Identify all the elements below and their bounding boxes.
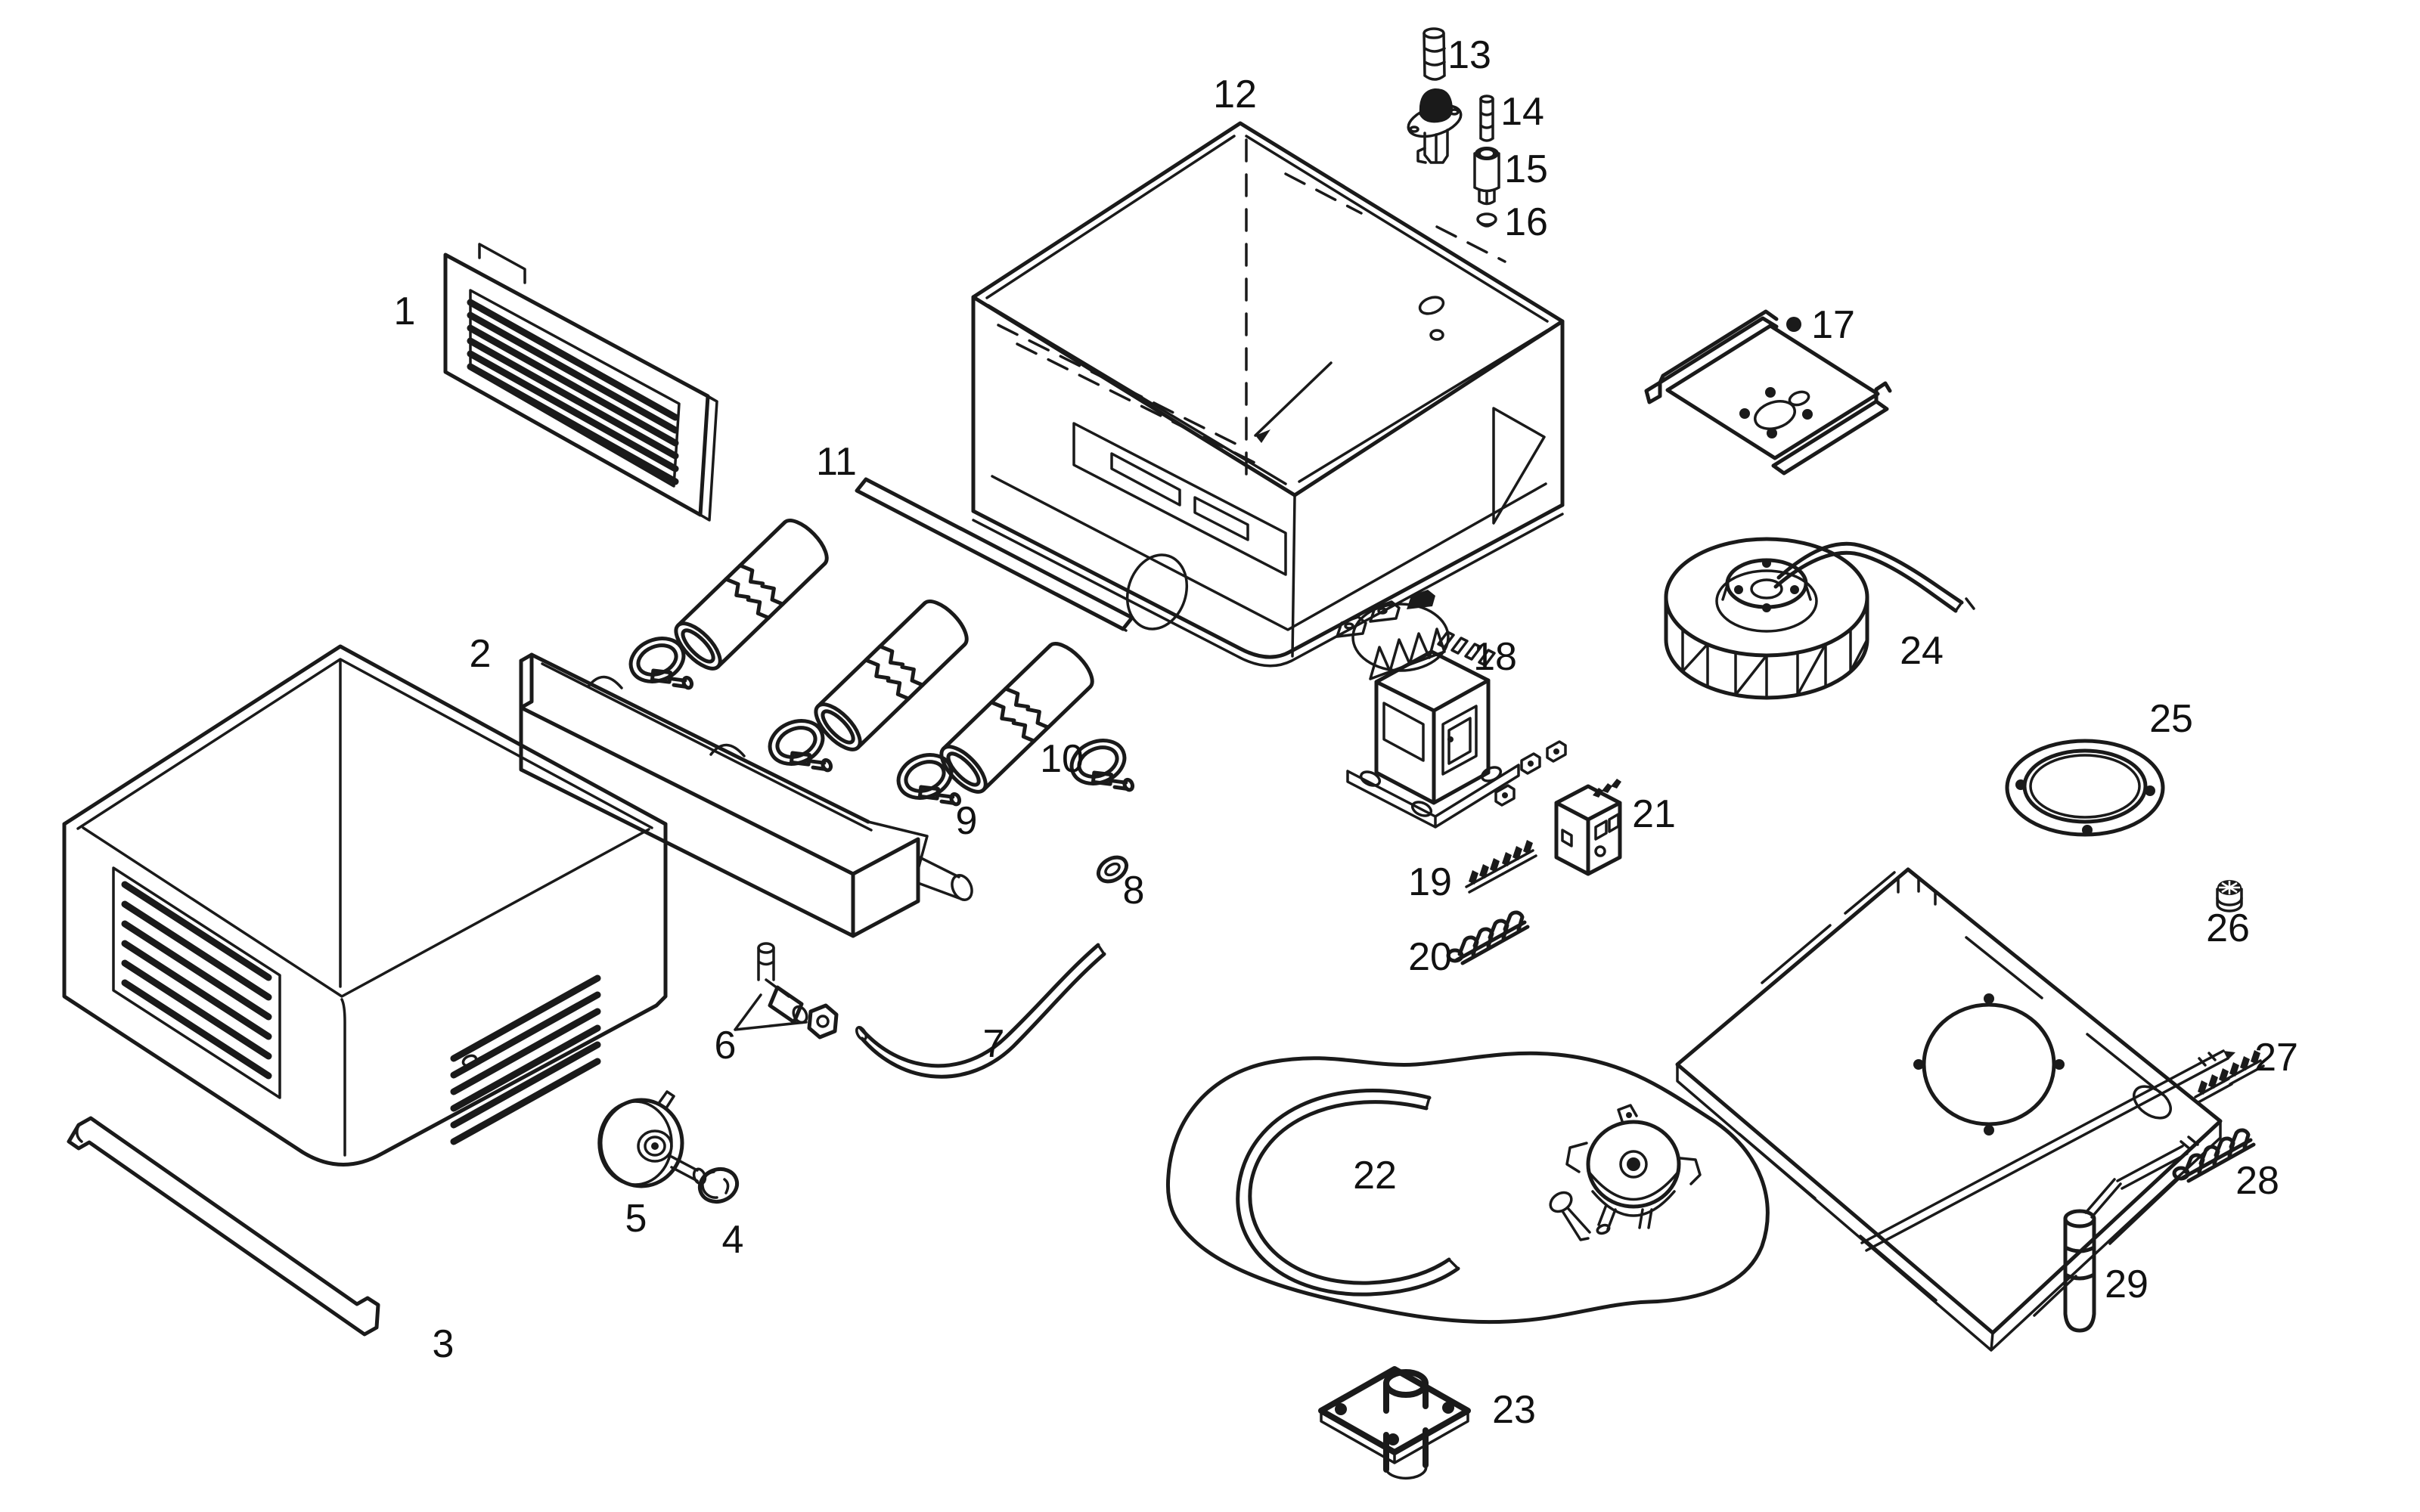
part-label-19: 19 bbox=[1408, 860, 1452, 904]
part-tube-and-switch-kit bbox=[1165, 1051, 1770, 1325]
part-burner-tray bbox=[519, 652, 973, 938]
part-label-2: 2 bbox=[470, 632, 492, 676]
part-label-10: 10 bbox=[1040, 737, 1084, 781]
part-bushing bbox=[697, 1167, 740, 1204]
part-terminal-strip bbox=[1448, 912, 1528, 963]
part-transformer bbox=[1336, 590, 1567, 829]
probe-rod bbox=[1860, 1049, 2235, 1252]
part-label-15: 15 bbox=[1504, 147, 1548, 191]
part-switch-box bbox=[1554, 779, 1622, 876]
part-label-6: 6 bbox=[715, 1024, 737, 1067]
part-grommet bbox=[1096, 855, 1129, 884]
part-cabinet-box bbox=[971, 121, 1565, 672]
part-label-3: 3 bbox=[433, 1322, 455, 1366]
part-label-24: 24 bbox=[1900, 629, 1944, 673]
part-label-7: 7 bbox=[983, 1022, 1005, 1066]
part-louvered-grille bbox=[443, 243, 718, 522]
part-label-21: 21 bbox=[1632, 792, 1676, 836]
mounting-panel bbox=[1675, 867, 2223, 1352]
part-label-18: 18 bbox=[1473, 635, 1517, 679]
part-channel-bracket bbox=[1644, 309, 1892, 476]
part-cap bbox=[1476, 212, 1497, 228]
part-terminal-clips bbox=[1465, 838, 1537, 894]
outer-casing bbox=[62, 644, 668, 1167]
part-label-27: 27 bbox=[2254, 1036, 2298, 1080]
part-plug-button bbox=[2216, 880, 2243, 912]
part-label-11: 11 bbox=[816, 440, 857, 484]
part-label-4: 4 bbox=[722, 1218, 744, 1262]
part-label-12: 12 bbox=[1213, 73, 1257, 116]
part-label-16: 16 bbox=[1504, 200, 1548, 244]
part-trim-bar bbox=[67, 1116, 380, 1337]
part-label-22: 22 bbox=[1353, 1154, 1397, 1198]
part-motor-disc bbox=[597, 1090, 707, 1188]
part-spacer bbox=[1423, 27, 1446, 81]
part-label-29: 29 bbox=[2105, 1263, 2149, 1306]
part-label-1: 1 bbox=[394, 290, 416, 333]
part-label-26: 26 bbox=[2206, 906, 2250, 950]
part-valve-fitting bbox=[734, 942, 839, 1040]
part-label-13: 13 bbox=[1447, 33, 1491, 77]
igniter-plug bbox=[1407, 88, 1463, 164]
part-ring-gasket bbox=[2005, 739, 2165, 837]
part-flue-flange bbox=[1318, 1366, 1471, 1480]
part-label-25: 25 bbox=[2149, 697, 2193, 741]
part-label-20: 20 bbox=[1408, 935, 1452, 979]
part-blower-wheel bbox=[1664, 537, 1975, 700]
part-label-5: 5 bbox=[625, 1197, 647, 1241]
part-curved-tube bbox=[855, 943, 1106, 1079]
part-label-23: 23 bbox=[1492, 1388, 1536, 1432]
part-label-9: 9 bbox=[956, 799, 978, 843]
part-label-14: 14 bbox=[1500, 90, 1544, 134]
part-strip-gasket bbox=[855, 477, 1134, 632]
part-sleeve bbox=[1473, 147, 1500, 206]
part-label-17: 17 bbox=[1811, 303, 1855, 347]
part-ribbed-pin bbox=[1479, 94, 1494, 142]
part-label-8: 8 bbox=[1123, 869, 1145, 912]
part-labels: 1 2 3 4 5 6 7 8 9 10 11 12 13 14 15 16 1… bbox=[394, 33, 2298, 1432]
part-igniter-electrode bbox=[2063, 1136, 2199, 1333]
part-label-28: 28 bbox=[2235, 1159, 2279, 1203]
